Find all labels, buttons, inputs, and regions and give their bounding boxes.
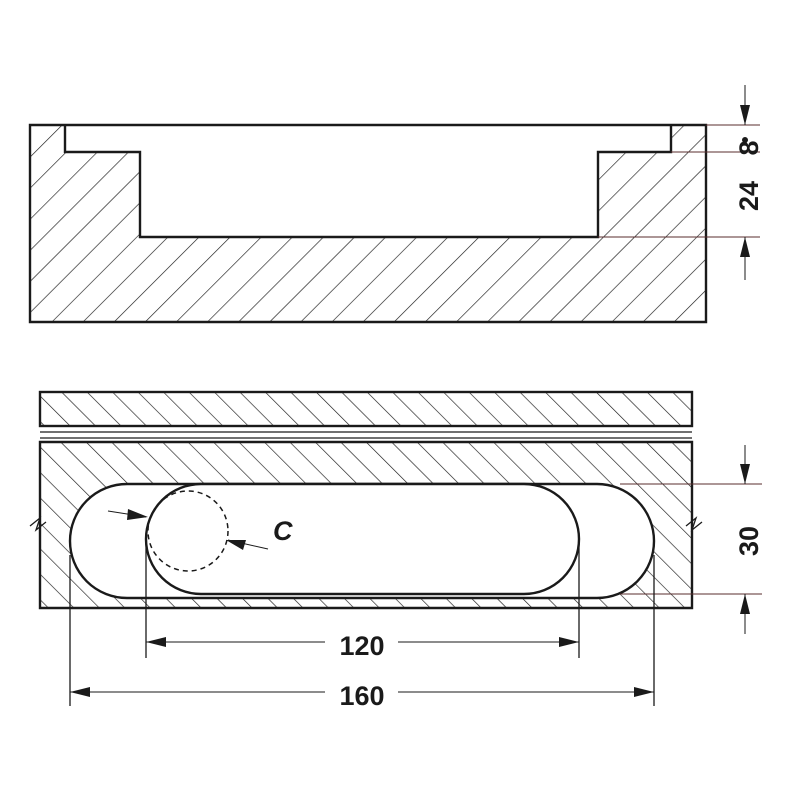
- cutter-arrow-right-icon: [226, 540, 246, 550]
- inner-arrow-right-icon: [559, 637, 579, 647]
- length-dimensions: 120 160: [69, 540, 655, 711]
- section-outline: [28, 123, 708, 324]
- inner-arrow-left-icon: [146, 637, 166, 647]
- width-label: 30: [734, 526, 764, 556]
- plan-top-strip-outline: [38, 390, 694, 428]
- break-mark-left-icon: [29, 516, 47, 532]
- dot-marker-icon: [742, 137, 748, 143]
- outer-arrow-left-icon: [70, 687, 90, 697]
- arrow-down-icon: [740, 105, 750, 125]
- depth-dimensions: 8 24: [598, 85, 764, 280]
- break-mark-right-icon: [685, 516, 703, 532]
- cutter-arrow-left-icon: [127, 509, 148, 520]
- inner-slot: [144, 482, 581, 596]
- outer-length-label: 160: [339, 681, 384, 711]
- width-dimension: 30: [620, 445, 764, 634]
- arrow-up-icon: [740, 237, 750, 257]
- width-arrow-up-icon: [740, 594, 750, 614]
- section-view: [28, 123, 708, 324]
- cutter-label: C: [273, 516, 293, 546]
- section-recess-outline: [63, 125, 673, 239]
- width-arrow-down-icon: [740, 464, 750, 484]
- plan-top-strip: [40, 392, 692, 426]
- cutter-callout: C: [107, 509, 293, 550]
- section-body: [30, 125, 706, 322]
- inner-length-label: 120: [339, 631, 384, 661]
- depth-total-label: 24: [734, 181, 764, 211]
- plan-block-outline: [38, 440, 694, 610]
- depth-small-label: 8: [734, 140, 764, 155]
- plan-view: [29, 390, 703, 610]
- cutter-circle: [147, 490, 229, 572]
- outer-arrow-right-icon: [634, 687, 654, 697]
